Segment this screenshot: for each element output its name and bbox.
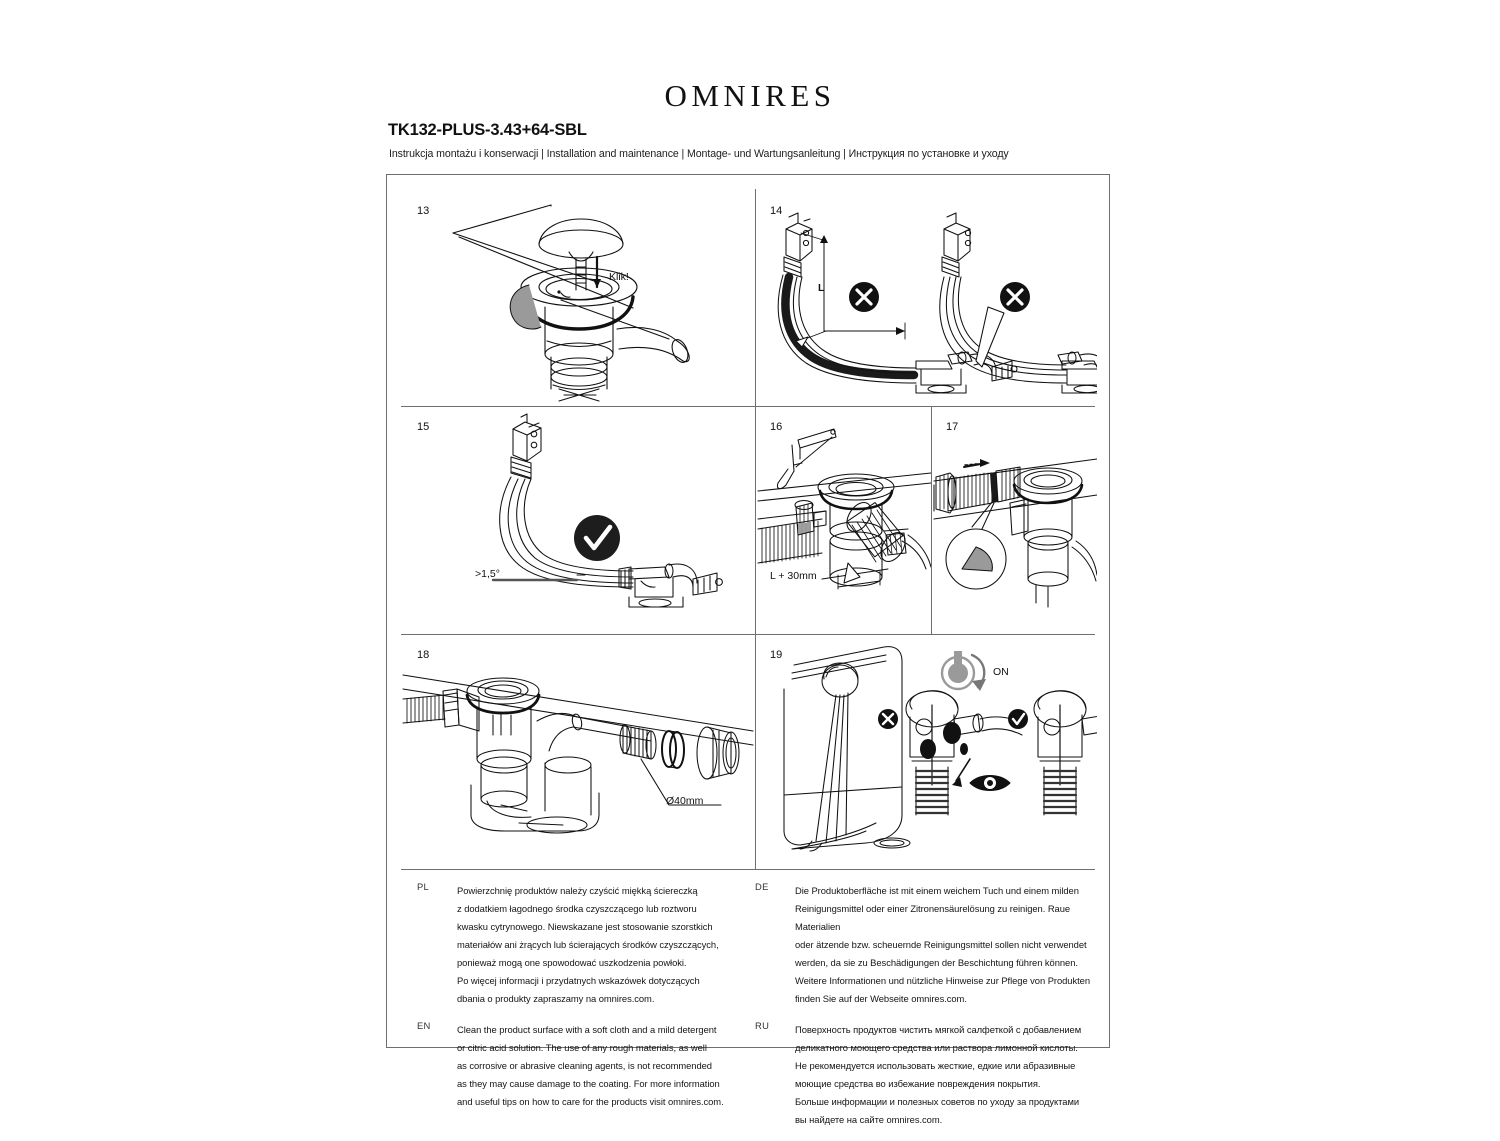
step-number-18: 18 xyxy=(417,649,430,661)
grid-col-divider-row2b xyxy=(931,406,932,634)
care-lang-en: EN xyxy=(417,1020,431,1031)
grid-row-divider-1 xyxy=(401,406,1095,407)
figure-incorrect-hose-routing xyxy=(777,212,1097,394)
care-column-right: DE Die Produktoberfläche ist mit einem w… xyxy=(755,881,1095,1141)
label-outlet-diameter: Ø40mm xyxy=(666,795,704,807)
care-item-pl: PL Powierzchnię produktów należy czyścić… xyxy=(417,881,747,1007)
care-text-ru: Поверхность продуктов чистить мягкой сал… xyxy=(795,1024,1082,1125)
label-min-slope: >1,5° xyxy=(475,568,500,580)
step-number-16: 16 xyxy=(770,421,783,433)
care-text-pl: Powierzchnię produktów należy czyścić mi… xyxy=(457,885,719,1004)
step-panel-13: 13 xyxy=(401,189,755,406)
step-number-15: 15 xyxy=(417,421,430,433)
figure-water-flow-leak-check xyxy=(783,646,1097,852)
figure-popup-drain-plug-click xyxy=(452,204,690,402)
grid-row-divider-2 xyxy=(401,634,1095,635)
figure-siphon-outlet-assembly xyxy=(402,674,754,834)
care-instructions-block: PL Powierzchnię produktów należy czyścić… xyxy=(401,869,1097,1125)
label-dimension-L: L xyxy=(818,282,825,294)
care-item-ru: RU Поверхность продуктов чистить мягкой … xyxy=(755,1020,1095,1128)
grid-col-divider-row1 xyxy=(755,189,756,406)
step-panel-15: 15 xyxy=(401,407,755,634)
grid-col-divider-row3 xyxy=(755,634,756,869)
product-code: TK132-PLUS-3.43+64-SBL xyxy=(388,121,587,139)
step-panel-19: 19 xyxy=(756,635,1097,869)
figure-correct-hose-routing xyxy=(491,413,723,608)
step-panel-18: 18 xyxy=(401,635,755,869)
care-column-left: PL Powierzchnię produktów należy czyścić… xyxy=(417,881,747,1123)
step-panel-17: 17 xyxy=(932,407,1097,634)
label-klik: Klik! xyxy=(609,271,629,283)
care-item-de: DE Die Produktoberfläche ist mit einem w… xyxy=(755,881,1095,1007)
manual-subtitle: Instrukcja montażu i konserwacji | Insta… xyxy=(389,148,1009,160)
step-panel-16: 16 xyxy=(756,407,931,634)
instruction-sheet: 13 xyxy=(386,174,1110,1125)
figure-cut-overflow-pipe xyxy=(757,428,931,590)
grid-row-divider-3 xyxy=(401,869,1095,870)
grid-col-divider-row2a xyxy=(755,406,756,634)
care-text-en: Clean the product surface with a soft cl… xyxy=(457,1024,724,1107)
care-lang-de: DE xyxy=(755,881,769,892)
figure-gasket-seating-detail xyxy=(933,458,1097,608)
care-lang-pl: PL xyxy=(417,881,430,892)
care-text-de: Die Produktoberfläche ist mit einem weic… xyxy=(795,885,1090,1004)
care-item-en: EN Clean the product surface with a soft… xyxy=(417,1020,747,1110)
care-lang-ru: RU xyxy=(755,1020,770,1031)
step-number-14: 14 xyxy=(770,205,783,217)
step-number-13: 13 xyxy=(417,205,430,217)
label-cut-length: L + 30mm xyxy=(770,570,817,582)
step-panel-14: 14 xyxy=(756,189,1097,406)
label-valve-on: ON xyxy=(993,666,1009,678)
brand-logo: OMNIRES xyxy=(664,78,836,113)
step-number-19: 19 xyxy=(770,649,783,661)
step-number-17: 17 xyxy=(946,421,959,433)
